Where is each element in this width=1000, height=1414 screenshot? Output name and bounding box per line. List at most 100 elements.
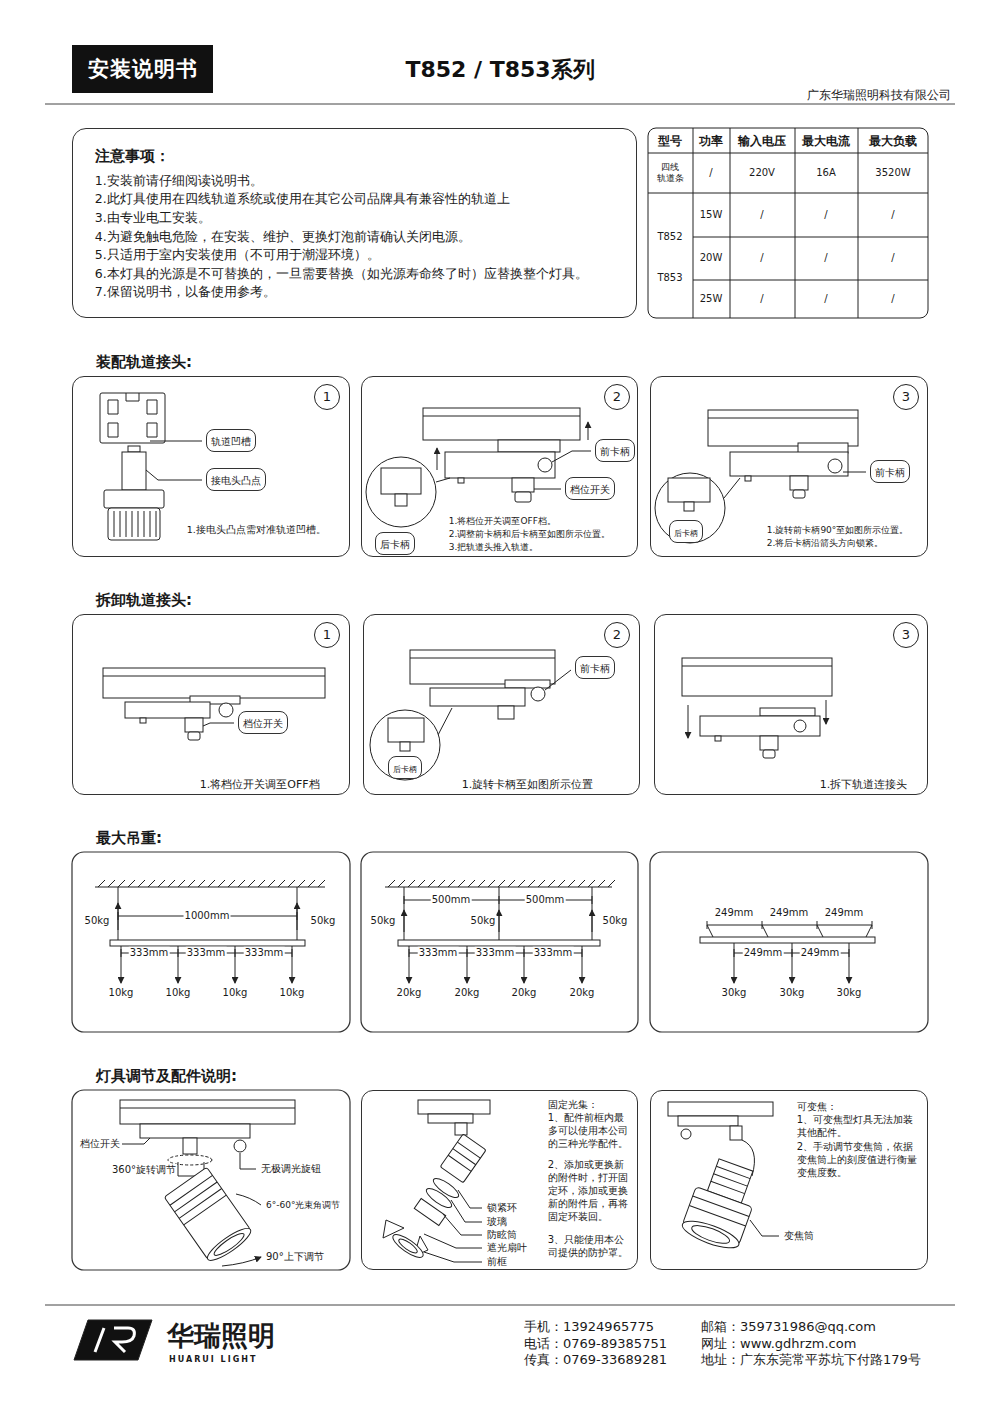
- load-diagram: [499, 887, 500, 940]
- spotlight-exploded: [390, 1231, 426, 1261]
- panel-outline: [650, 852, 928, 1032]
- load-diagram: [467, 946, 468, 983]
- table-cell: 220V: [748, 167, 776, 180]
- load-dimension: 333mm: [533, 947, 574, 960]
- panel-text: 3、只能使用本公司提供的防护罩。: [548, 1234, 632, 1260]
- leader-line: [424, 1190, 482, 1262]
- callout-tag: 前卡柄: [575, 656, 615, 679]
- ceiling: [95, 880, 325, 887]
- detail-magnifier: [370, 710, 440, 780]
- contact-info: 网址：www.gdhrzm.com: [700, 1336, 857, 1352]
- load-diagram: [849, 943, 850, 983]
- load-diagram: [707, 921, 872, 929]
- ceiling: [298, 880, 305, 887]
- callout-tag: 前卡柄: [595, 439, 635, 462]
- section-heading: 灯具调节及配件说明:: [95, 1067, 238, 1086]
- zoom-spotlight: [678, 1116, 738, 1126]
- spec-table: [648, 128, 928, 318]
- ceiling: [548, 880, 555, 887]
- load-diagram: [734, 943, 735, 983]
- track-adapter: [188, 732, 200, 740]
- track-adapter: [760, 708, 815, 716]
- pull-arrow: [688, 705, 689, 738]
- detail-magnifier: [395, 494, 407, 506]
- zoom-spotlight: [679, 1155, 764, 1254]
- callout-text: 档位开关: [243, 718, 283, 729]
- pull-arrow: [826, 700, 827, 724]
- header-badge: 安装说明书: [72, 45, 213, 93]
- load-diagram: [110, 887, 305, 983]
- track-adapter: [512, 478, 534, 492]
- table-cell: /: [890, 252, 895, 265]
- leader-line: [122, 1138, 261, 1266]
- track-adapter: [700, 716, 820, 736]
- track-adapter: [430, 680, 550, 719]
- logo-mark: [74, 1320, 152, 1360]
- ceiling: [158, 880, 165, 887]
- step-text: 3: [902, 389, 910, 404]
- track-bar: [103, 668, 325, 698]
- track-bar: [103, 668, 325, 698]
- leader-line: [146, 441, 202, 480]
- panel-outline: [72, 1090, 350, 1270]
- table-cell: 最大电流: [801, 134, 851, 149]
- load-diagram: [404, 910, 405, 932]
- load-diagram: [524, 946, 525, 983]
- spotlight: [183, 1138, 197, 1154]
- load-dimension: 50kg: [470, 915, 497, 928]
- ceiling: [178, 880, 185, 887]
- callout-text: 后卡柄: [380, 539, 410, 550]
- track-bar: [682, 658, 832, 696]
- ceiling: [608, 880, 615, 887]
- spotlight: [212, 1230, 247, 1258]
- ceiling: [228, 880, 235, 887]
- push-arrow: [437, 448, 438, 470]
- track-adapter: [760, 736, 778, 750]
- track-bar: [423, 408, 580, 440]
- leader-line: [438, 708, 452, 735]
- track-adapter: [793, 490, 805, 498]
- table-cell: /: [759, 252, 764, 265]
- step-number: 1: [314, 384, 340, 410]
- load-dimension: 10kg: [165, 987, 192, 1000]
- leader-line: [424, 1234, 482, 1248]
- ceiling: [248, 880, 255, 887]
- leader-line: [724, 472, 866, 498]
- rule-line: [45, 1305, 955, 1306]
- step-text: 1: [323, 389, 331, 404]
- load-dimension: 333mm: [475, 947, 516, 960]
- load-dimension: 10kg: [279, 987, 306, 1000]
- load-dimension: 1000mm: [184, 910, 231, 923]
- instruction-panel: 1.拆下轨道连接头3: [654, 614, 928, 795]
- panel-text: 3.把轨道头推入轨道。: [449, 542, 539, 554]
- load-diagram: [700, 937, 875, 943]
- detail-magnifier: [370, 710, 440, 780]
- load-dimension: 20kg: [569, 987, 596, 1000]
- spotlight: [204, 1224, 255, 1265]
- track-adapter: [122, 452, 146, 490]
- detail-magnifier: [366, 457, 436, 527]
- load-dimension: 249mm: [769, 907, 810, 920]
- panel-text: 1.接电头凸点需对准轨道凹槽。: [187, 524, 326, 536]
- zoom-spotlight: [668, 1102, 773, 1253]
- load-dimension: 30kg: [779, 987, 806, 1000]
- instruction-panel: 1.将档位开关调至OFF档1档位开关: [72, 614, 350, 795]
- load-diagram: [582, 946, 583, 983]
- ceiling: [468, 880, 475, 887]
- panel-text: 1、可变焦型灯具无法加装其他配件。: [797, 1114, 919, 1140]
- leader-line: [203, 723, 234, 726]
- table-cell: 功率: [698, 134, 724, 149]
- zoom-spotlight: [668, 1102, 773, 1116]
- rule-line: [45, 104, 955, 105]
- track-adapter: [794, 720, 806, 732]
- track-adapter: [730, 452, 848, 476]
- pull-arrow: [688, 700, 826, 738]
- instruction-panel: 可变焦：1、可变焦型灯具无法加装其他配件。2、手动调节变焦筒，依据变焦筒上的刻度…: [650, 1090, 928, 1270]
- load-dimension: 20kg: [454, 987, 481, 1000]
- part-label: 玻璃: [486, 1216, 508, 1229]
- document-title: T852 / T853系列: [405, 55, 594, 85]
- section-heading: 拆卸轨道接头:: [95, 591, 193, 610]
- table-cell: 20W: [699, 252, 724, 265]
- table-cell: T853: [656, 272, 683, 285]
- ceiling: [448, 880, 455, 887]
